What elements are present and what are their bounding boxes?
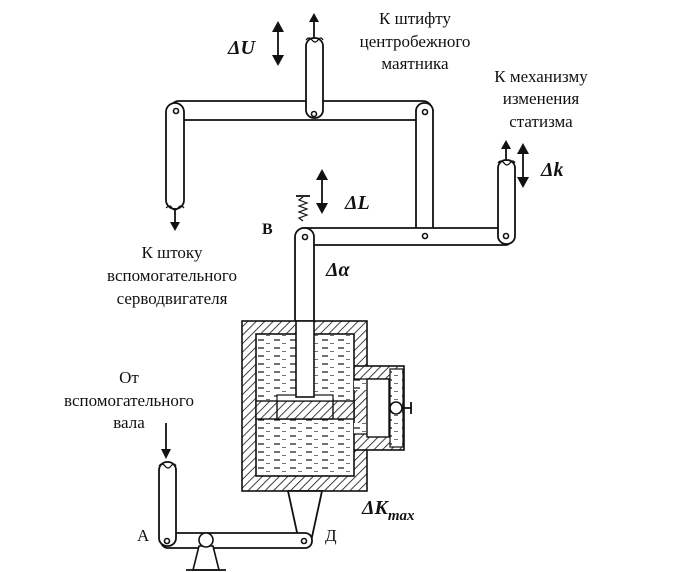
spring-icon — [296, 195, 310, 222]
label-statism-line1: К механизму — [494, 67, 588, 86]
symbol-delta-u: ΔU — [227, 37, 257, 59]
point-v: В — [262, 221, 273, 238]
valve-adjust-icon — [389, 401, 412, 415]
symbol-delta-kmax: ΔKmax — [361, 497, 415, 524]
pin-joints — [163, 107, 510, 545]
delta-k-arrow-icon — [517, 143, 529, 188]
fulcrum-icon — [186, 532, 226, 571]
label-shaft-line2: вспомогательного — [64, 391, 194, 410]
label-shaft-line3: вала — [113, 413, 145, 432]
point-a: А — [137, 526, 150, 545]
label-servo-line1: К штоку — [142, 243, 203, 262]
statism-rod — [497, 140, 516, 245]
label-shaft-line1: От — [119, 368, 139, 387]
label-pendulum-line3: маятника — [381, 54, 449, 73]
drive-rod — [158, 423, 177, 547]
label-statism-line2: изменения — [503, 89, 580, 108]
symbol-delta-alpha: Δα — [325, 259, 351, 281]
upper-lever — [169, 100, 433, 121]
dashpot-piston — [255, 394, 355, 420]
lower-lever — [295, 227, 514, 246]
symbol-delta-l: ΔL — [344, 192, 370, 214]
delta-l-arrow-icon — [316, 169, 328, 214]
top-up-rod — [305, 13, 324, 119]
left-down-rod — [165, 102, 185, 231]
point-d: Д — [325, 526, 337, 545]
right-vertical-lever — [415, 102, 434, 245]
label-servo-line2: вспомогательного — [107, 266, 237, 285]
label-servo-line3: серводвигателя — [117, 289, 228, 308]
label-pendulum-line2: центробежного — [360, 32, 471, 51]
dashpot-lower-lug — [286, 490, 324, 538]
bottom-lever — [160, 532, 313, 549]
symbol-delta-k: Δk — [540, 159, 564, 181]
label-pendulum-line1: К штифту — [379, 9, 451, 28]
label-statism-line3: статизма — [509, 112, 573, 131]
delta-u-arrow-icon — [272, 21, 284, 66]
